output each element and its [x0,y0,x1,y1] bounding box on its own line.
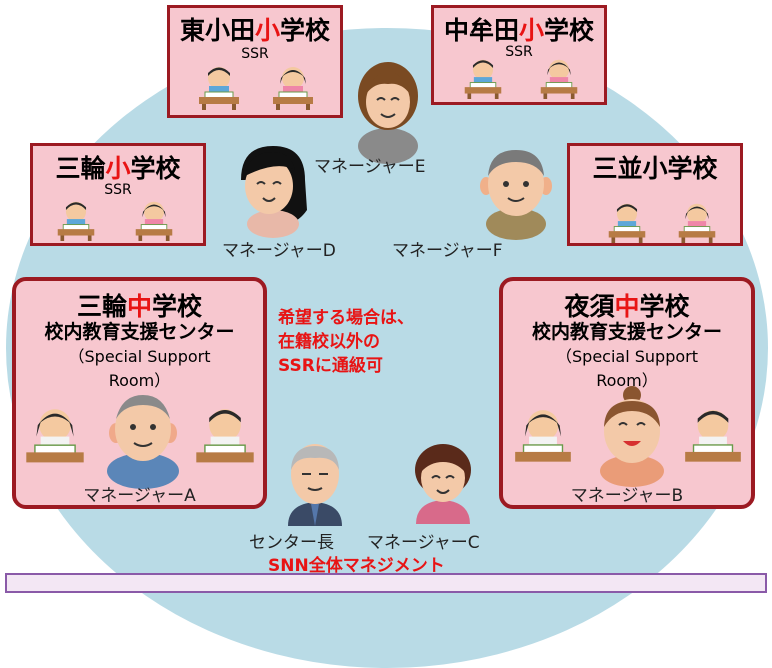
manager-f-label: マネージャーF [392,241,503,261]
school-title: 三並小学校 [592,154,718,183]
student-reading-icon [685,410,741,462]
support-center-label: 校内教育支援センター [44,321,235,343]
school-box-yasu-middle: 夜須中学校 校内教育支援センター （Special Support Room） … [499,277,755,509]
ssr-label: SSR [104,182,132,198]
snn-management-title: SNN全体マネジメント [268,556,445,576]
ssr-room-line2: Room） [108,371,171,390]
student-reading-icon [57,201,95,241]
center-head-label: センター長 [249,533,334,553]
bottom-bar [5,573,767,593]
ssr-room-line1: （Special Support [556,347,698,366]
student-reading-icon [273,67,313,110]
student-reading-icon [678,203,716,243]
student-reading-icon [199,67,239,110]
manager-b-avatar [600,386,664,487]
school-box-miwa-middle: 三輪中学校 校内教育支援センター （Special Support Room） … [12,277,267,509]
transfer-note: 希望する場合は、 在籍校以外の SSRに通級可 [278,306,414,378]
manager-c-avatar [415,444,471,524]
student-reading-icon [515,410,571,462]
school-title: 東小田小学校 [179,16,331,45]
center-head-avatar [288,444,342,526]
school-title: 三輪小学校 [55,154,181,183]
ssr-room-line2: Room） [596,371,658,390]
manager-b-label: マネージャーB [570,486,684,506]
note-line1: 希望する場合は、 [278,308,414,328]
manager-e-label: マネージャーE [314,157,426,177]
student-reading-icon [26,409,84,463]
school-title: 夜須中学校 [564,292,690,321]
ssr-room-line1: （Special Support [68,347,211,366]
school-box-minami-elem: 三並小学校 [567,143,743,246]
manager-c-label: マネージャーC [367,533,480,553]
note-line2: 在籍校以外の [278,332,380,352]
school-title: 三輪中学校 [76,292,203,321]
manager-d-label: マネージャーD [222,241,336,261]
ssr-label: SSR [241,46,269,62]
manager-f-avatar [480,150,552,240]
support-center-label: 校内教育支援センター [531,321,722,343]
note-line3: SSRに通級可 [278,356,383,376]
manager-a-label: マネージャーA [83,486,196,506]
school-box-miwa-elem: 三輪小学校 SSR [30,143,206,246]
ssr-label: SSR [505,44,533,60]
school-title: 中牟田小学校 [443,16,595,45]
student-reading-icon [464,59,502,99]
student-reading-icon [608,203,646,243]
student-reading-icon [196,409,254,463]
school-box-higashi-oda: 東小田小学校 SSR [167,5,343,118]
manager-a-avatar [107,395,179,489]
student-reading-icon [540,59,578,99]
school-box-naka-muta: 中牟田小学校 SSR [431,5,607,105]
manager-e-avatar [358,62,418,164]
manager-d-avatar [241,146,307,238]
student-reading-icon [135,201,173,241]
